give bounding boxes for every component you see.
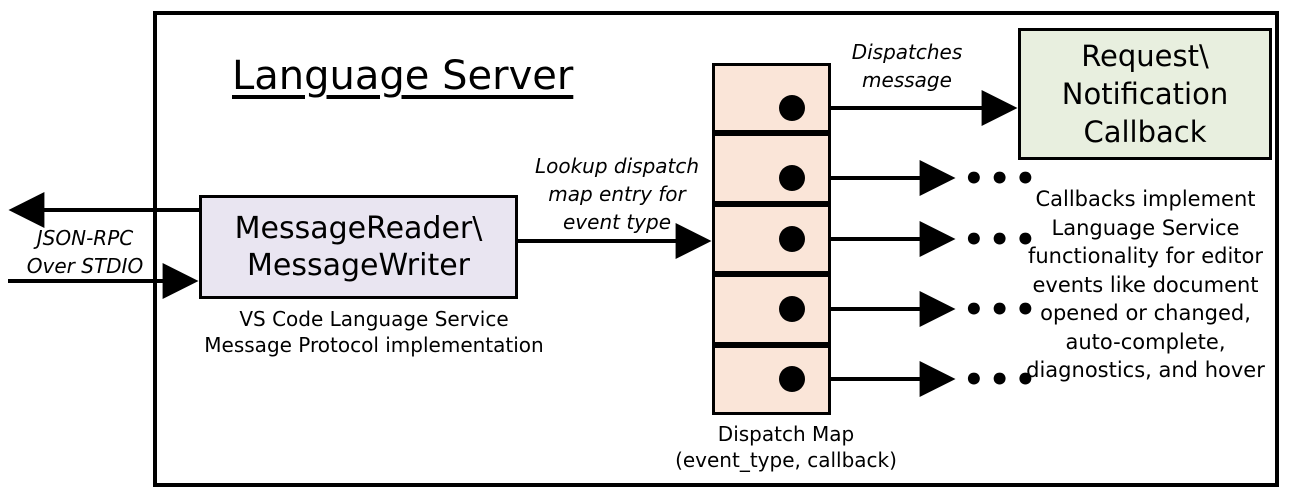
dispatch-map-entry-dot: [779, 165, 805, 191]
edge-label-lookup-line3: event type: [563, 210, 671, 234]
node-message-reader-line2: MessageWriter: [246, 248, 471, 283]
caption-callback-line1: Callbacks implement: [1035, 187, 1256, 211]
edge-label-json-rpc-line2: Over STDIO: [26, 254, 144, 278]
node-dispatch-map[interactable]: [712, 63, 831, 415]
caption-dispatch-map-line2: (event_type, callback): [675, 448, 897, 472]
page-title: Language Server: [232, 53, 574, 99]
edge-label-lookup: Lookup dispatch map entry for event type: [512, 152, 722, 236]
edge-label-dispatches-message: Dispatches message: [822, 38, 992, 94]
ellipsis-row-4: •••: [963, 290, 1041, 330]
dispatch-map-entry-dot: [779, 226, 805, 252]
dispatch-map-row[interactable]: [712, 203, 831, 275]
edge-label-json-rpc-line1: JSON-RPC: [36, 226, 134, 250]
language-server-frame: [153, 11, 1279, 487]
ellipsis-row-2: •••: [963, 159, 1041, 199]
caption-callback-line4: events like document: [1032, 272, 1259, 297]
dispatch-map-row[interactable]: [712, 274, 831, 345]
caption-message-reader-line2: Message Protocol implementation: [204, 333, 544, 357]
dispatch-map-row[interactable]: [712, 344, 831, 415]
caption-callback-line5: opened or changed,: [1040, 301, 1251, 325]
dispatch-map-row[interactable]: [712, 63, 831, 134]
node-message-reader-line1: MessageReader\: [234, 211, 483, 246]
node-callback-line3: Callback: [1083, 115, 1207, 149]
node-message-reader-writer[interactable]: MessageReader\ MessageWriter: [199, 195, 518, 299]
caption-callback: Callbacks implement Language Service fun…: [1007, 185, 1284, 385]
node-callback-line1: Request\: [1081, 39, 1209, 73]
dispatch-map-entry-dot: [779, 296, 805, 322]
dispatch-map-row[interactable]: [712, 133, 831, 204]
dispatch-map-entry-dot: [779, 95, 805, 121]
ellipsis-row-3: •••: [963, 220, 1041, 260]
caption-callback-line3: functionality for editor: [1027, 244, 1263, 268]
ellipsis-row-5: •••: [963, 360, 1041, 400]
edge-label-json-rpc: JSON-RPC Over STDIO: [10, 224, 160, 280]
dispatch-map-entry-dot: [779, 366, 805, 392]
caption-callback-line7: diagnostics, and hover: [1026, 358, 1265, 382]
node-request-notification-callback[interactable]: Request\ Notification Callback: [1018, 28, 1272, 160]
edge-label-lookup-line2: map entry for: [548, 182, 686, 206]
caption-callback-line6: auto-complete,: [1065, 329, 1226, 354]
caption-dispatch-map-line1: Dispatch Map: [717, 422, 855, 446]
caption-message-reader-line1: VS Code Language Service: [239, 307, 509, 331]
caption-callback-line2: Language Service: [1051, 215, 1240, 240]
edge-label-lookup-line1: Lookup dispatch: [534, 154, 700, 178]
edge-label-dispatches-line1: Dispatches: [851, 40, 963, 64]
caption-dispatch-map: Dispatch Map (event_type, callback): [646, 421, 926, 473]
edge-label-dispatches-line2: message: [862, 68, 952, 92]
node-callback-line2: Notification: [1061, 77, 1229, 111]
caption-message-reader: VS Code Language Service Message Protoco…: [199, 306, 549, 358]
